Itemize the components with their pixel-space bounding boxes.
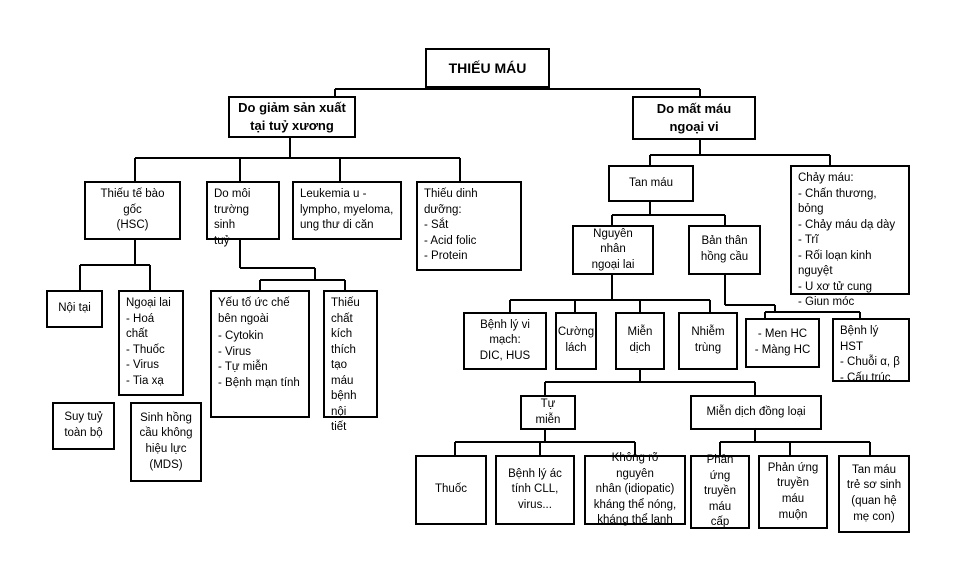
nutrition-item: Protein [424, 249, 514, 265]
nutrition-title: Thiếu dinh dưỡng: [424, 188, 478, 216]
hemoglobin-item: Cấu trúc [840, 371, 902, 387]
hemoglobin-item: Chuỗi α, β [840, 355, 902, 371]
hemoglobin-node: Bệnh lý HST Chuỗi α, β Cấu trúc [832, 318, 910, 384]
infection-node: Nhiễm trùng [678, 312, 738, 370]
malignant-node: Bệnh lý ác tính CLL, virus... [495, 455, 575, 525]
hdn-node: Tan máu trẻ sơ sinh (quan hệ mẹ con) [838, 455, 910, 533]
intrinsic-node: Nội tại [46, 290, 103, 328]
hemoglobin-title: Bệnh lý HST [840, 325, 879, 353]
alloimmune-label: Miễn dịch đồng loại [706, 405, 806, 418]
root-label: THIẾU MÁU [448, 59, 527, 76]
acute-transfusion-label: Phản ứng truyền máu cấp [704, 454, 736, 529]
leukemia-node: Leukemia u - lympho, myeloma, ung thư di… [292, 181, 402, 240]
nutrition-node: Thiếu dinh dưỡng: Sắt Acid folic Protein [416, 181, 522, 271]
inhibitors-title: Yếu tố ức chế bên ngoài [218, 297, 290, 325]
hsc-label: Thiếu tế bào gốc (HSC) [100, 188, 165, 232]
marrow-env-node: Do môi trường sinh tuỷ [206, 181, 280, 247]
hdn-label: Tan máu trẻ sơ sinh (quan hệ mẹ con) [846, 463, 902, 523]
mds-label: Sinh hồng cầu không hiệu lực (MDS) [139, 411, 193, 471]
hsc-node: Thiếu tế bào gốc (HSC) [84, 181, 181, 240]
bleeding-item: Trĩ [798, 233, 902, 249]
leukemia-label: Leukemia u - lympho, myeloma, ung thư di… [300, 188, 394, 232]
root-node: THIẾU MÁU [425, 48, 550, 88]
hemolysis-node: Tan máu [608, 165, 694, 202]
membrane-enzyme-item: Men HC [755, 327, 811, 343]
bleeding-item: U xơ tử cung [798, 280, 902, 296]
nutrition-item: Sắt [424, 218, 514, 234]
delayed-transfusion-label: Phản ứng truyền máu muộn [767, 461, 819, 521]
bleeding-item: Giun móc [798, 295, 902, 311]
drugs-label: Thuốc [435, 483, 467, 496]
immune-node: Miễn dịch [615, 312, 665, 370]
aplasia-label: Suy tuỷ toàn bộ [64, 411, 103, 439]
delayed-transfusion-node: Phản ứng truyền máu muộn [758, 455, 828, 529]
aplasia-node: Suy tuỷ toàn bộ [52, 402, 115, 450]
acute-transfusion-node: Phản ứng truyền máu cấp [690, 454, 750, 529]
rbc-itself-label: Bản thân hồng cầu [700, 235, 749, 263]
hemolysis-label: Tan máu [628, 176, 674, 189]
bleeding-item: Rối loạn kinh nguyệt [798, 249, 902, 280]
malignant-label: Bệnh lý ác tính CLL, virus... [508, 467, 562, 511]
drugs-node: Thuốc [415, 455, 487, 525]
bleeding-title: Chảy máu: [798, 172, 854, 184]
nutrition-item: Acid folic [424, 234, 514, 250]
microvascular-node: Bệnh lý vi mạch: DIC, HUS [463, 312, 547, 370]
extrinsic-node: Ngoại lai Hoá chất Thuốc Virus Tia xạ [118, 290, 184, 396]
extrinsic-item: Hoá chất [126, 312, 176, 343]
marrow-env-label: Do môi trường sinh tuỷ [214, 188, 251, 247]
extrinsic-item: Tia xạ [126, 374, 176, 390]
extrinsic-item: Virus [126, 358, 176, 374]
autoimmune-label: Tự miễn [535, 397, 561, 426]
cause-production-label: Do giảm sản xuất tại tuỷ xương [238, 100, 346, 133]
cause-production-node: Do giảm sản xuất tại tuỷ xương [228, 96, 356, 138]
extrinsic-item: Thuốc [126, 343, 176, 359]
microvascular-label: Bệnh lý vi mạch: DIC, HUS [479, 318, 531, 362]
cause-loss-node: Do mất máu ngoại vi [632, 96, 756, 140]
external-cause-label: Nguyên nhân ngoại lai [591, 227, 635, 271]
inhibitors-item: Cytokin [218, 329, 302, 345]
mds-node: Sinh hồng cầu không hiệu lực (MDS) [130, 402, 202, 482]
bleeding-node: Chảy máu: Chấn thương, bỏng Chảy máu dạ … [790, 165, 910, 308]
intrinsic-label: Nội tại [58, 302, 91, 315]
alloimmune-node: Miễn dịch đồng loại [690, 395, 822, 430]
membrane-enzyme-node: Men HC Màng HC [745, 318, 820, 368]
inhibitors-item: Virus [218, 345, 302, 361]
bleeding-item: Chấn thương, bỏng [798, 187, 902, 218]
external-cause-node: Nguyên nhân ngoại lai [572, 225, 654, 275]
extrinsic-title: Ngoại lai [126, 297, 171, 309]
immune-label: Miễn dịch [627, 326, 653, 354]
idiopathic-label: Không rõ nguyên nhân (idiopatic) kháng t… [593, 452, 677, 527]
infection-label: Nhiễm trùng [691, 326, 725, 354]
membrane-enzyme-item: Màng HC [755, 343, 811, 359]
hypersplenism-label: Cường lách [557, 326, 595, 354]
rbc-itself-node: Bản thân hồng cầu [688, 225, 761, 275]
inhibitors-item: Bệnh mạn tính [218, 376, 302, 392]
autoimmune-node: Tự miễn [520, 395, 576, 430]
inhibitors-node: Yếu tố ức chế bên ngoài Cytokin Virus Tự… [210, 290, 310, 418]
hypersplenism-node: Cường lách [555, 312, 597, 370]
hormone-label: Thiếu chất kích thích tạo máu bệnh nội t… [331, 297, 360, 434]
bleeding-item: Chảy máu dạ dày [798, 218, 902, 234]
cause-loss-label: Do mất máu ngoại vi [656, 101, 732, 134]
idiopathic-node: Không rõ nguyên nhân (idiopatic) kháng t… [584, 452, 686, 526]
inhibitors-item: Tự miễn [218, 360, 302, 376]
hormone-node: Thiếu chất kích thích tạo máu bệnh nội t… [323, 290, 378, 433]
